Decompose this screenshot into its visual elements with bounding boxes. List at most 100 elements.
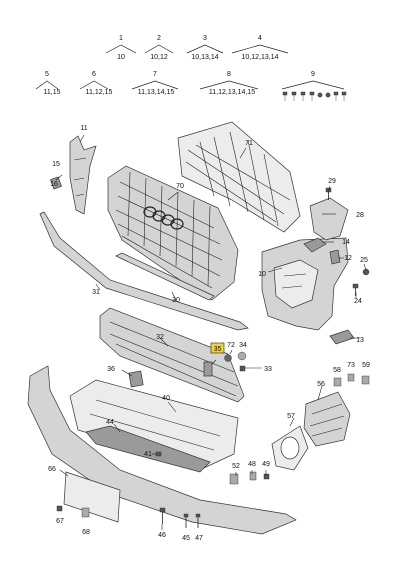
callout-46: 46 [158,532,166,539]
callout-30: 30 [172,297,180,304]
callout-49: 49 [262,461,270,468]
callout-14: 14 [342,239,350,246]
part-25-fastener [362,268,370,276]
callout-labels: 11 71 15 16 70 29 28 14 12 25 10 24 31 3… [48,125,370,542]
part-40-underbody-panel [69,379,239,469]
group-4-items: 10,12,13,14 [242,54,279,61]
part-56-side-grille [303,391,351,447]
part-48-clip [249,471,257,481]
part-52-clip [229,473,239,485]
part-68-clip [81,507,90,518]
kit-9-fasteners [282,91,347,101]
part-72-nut [224,354,232,362]
group-4-bracket [231,44,289,54]
group-3: 3 10,13,14 [186,35,224,61]
group-7: 7 11,13,14,15 [131,71,179,96]
group-4: 4 10,12,13,14 [231,35,289,61]
group-3-bracket [186,44,224,54]
part-24-fastener [352,283,359,296]
group-2-bracket [144,44,174,54]
callout-35: 35 [214,346,222,353]
group-5: 5 11,15 [35,71,61,96]
callout-12: 12 [344,255,352,262]
callout-58: 58 [333,367,341,374]
callout-71: 71 [245,140,253,147]
group-8: 8 11,12,13,14,15 [199,71,259,96]
callout-57: 57 [287,413,295,420]
part-10-lamp-surround [261,237,349,331]
part-47-screw [195,513,201,528]
group-1-items: 10 [117,54,125,61]
part-34-clip [237,351,247,361]
part-11-side-bracket [69,135,97,215]
callout-56: 56 [317,381,325,388]
group-5-bracket [35,80,59,90]
group-2-id: 2 [157,35,161,42]
part-66-plate-holder [63,471,121,523]
callout-68: 68 [82,529,90,536]
callout-41: 41 [144,451,152,458]
callout-59: 59 [362,362,370,369]
part-73-clip [347,373,355,382]
part-16-clip [50,176,62,190]
callout-29: 29 [328,178,336,185]
part-31-trim-strip [39,211,249,331]
callout-66: 66 [48,466,56,473]
callout-24: 24 [354,298,362,305]
callout-40: 40 [162,395,170,402]
callout-44: 44 [106,419,114,426]
group-6: 6 11,12,15 [79,71,112,96]
callout-25: 25 [360,257,368,264]
part-33-screw [239,365,246,372]
group-9-id: 9 [311,71,315,78]
part-46-screw [159,507,166,524]
callout-67: 67 [56,518,64,525]
four-rings-logo [143,206,184,230]
group-1-id: 1 [119,35,123,42]
part-71-upper-grille [177,121,301,233]
part-57-fog-surround [271,425,309,471]
callout-52: 52 [232,463,240,470]
callout-45: 45 [182,535,190,542]
group-6-id: 6 [92,71,96,78]
group-8-items: 11,12,13,14,15 [209,89,255,96]
leader-lines [55,134,367,530]
callout-32: 32 [156,334,164,341]
part-59-clip [361,375,370,385]
callout-34: 34 [239,342,247,349]
part-13-insert [329,329,355,345]
callout-36: 36 [107,366,115,373]
group-7-bracket [131,80,179,90]
group-9-bracket [281,80,345,90]
group-7-items: 11,13,14,15 [138,89,175,96]
group-3-items: 10,13,14 [191,54,218,61]
callout-47: 47 [195,535,203,542]
callout-72: 72 [227,342,235,349]
callout-16: 16 [50,181,58,188]
group-9: 9 [281,71,347,101]
part-67-screw [56,505,63,512]
part-36-plate [128,370,144,388]
callout-33: 33 [264,366,272,373]
bumper-cover [27,365,297,535]
group-6-bracket [79,80,109,90]
part-12-clip [329,249,341,265]
group-3-id: 3 [203,35,207,42]
group-2-items: 10,12 [150,54,168,61]
part-14-bracket [303,237,327,253]
callout-35-highlight [210,342,225,354]
callout-70: 70 [176,183,184,190]
callout-48: 48 [248,461,256,468]
group-8-bracket [199,80,259,90]
part-49-screw [263,473,270,480]
part-41-screw [155,451,162,457]
part-30-strip [115,252,215,301]
part-45-screw [183,513,189,528]
part-28-mount-bracket [309,197,349,241]
group-5-id: 5 [45,71,49,78]
part-44-inner-strip [85,425,211,473]
part-58-clip [333,377,342,387]
callout-13: 13 [356,337,364,344]
part-32-lower-grille [99,307,245,403]
